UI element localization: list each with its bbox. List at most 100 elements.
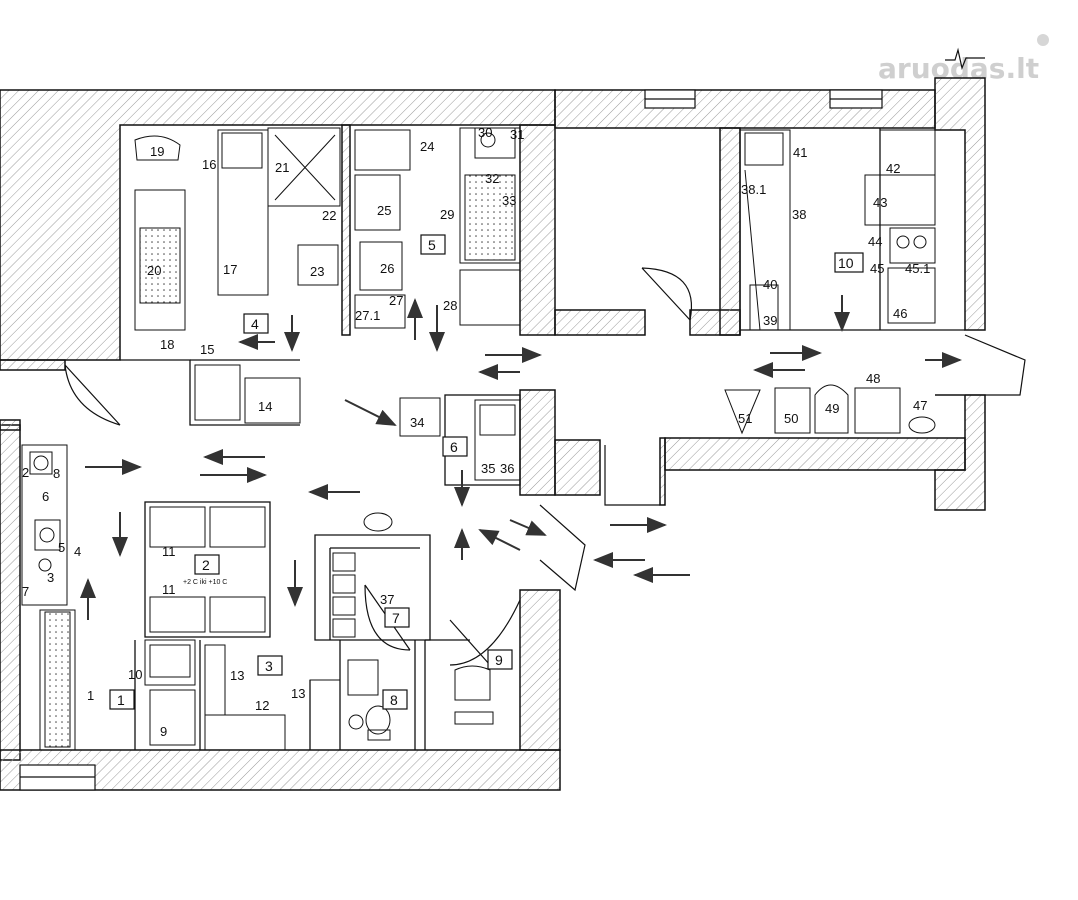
door-room5 bbox=[641, 267, 692, 321]
room-numbers: 1 2 3 4 5 6 7 8 9 10 bbox=[109, 234, 864, 710]
equip-label: 15 bbox=[200, 342, 214, 357]
equip-label: 12 bbox=[255, 698, 269, 713]
equip-label: 47 bbox=[913, 398, 927, 413]
equip-label: 18 bbox=[160, 337, 174, 352]
equip-label: 32 bbox=[485, 171, 499, 186]
svg-text:7: 7 bbox=[392, 610, 400, 626]
equip-label: 28 bbox=[443, 298, 457, 313]
equip-label: 44 bbox=[868, 234, 882, 249]
equip-label: 27.1 bbox=[355, 308, 380, 323]
equip-label: 21 bbox=[275, 160, 289, 175]
wall-room6-b bbox=[554, 439, 601, 496]
equip-label: 19 bbox=[150, 144, 164, 159]
doors bbox=[64, 267, 1026, 666]
wall-right bbox=[934, 77, 986, 331]
svg-text:5: 5 bbox=[428, 237, 436, 253]
equip-label: 49 bbox=[825, 401, 839, 416]
svg-text:4: 4 bbox=[251, 316, 259, 332]
equip-label: 6 bbox=[42, 489, 49, 504]
room-2: 2 bbox=[194, 554, 220, 575]
equip-label: 5 bbox=[58, 540, 65, 555]
equip-label: 33 bbox=[502, 193, 516, 208]
door-main-right bbox=[964, 334, 1026, 396]
wall-r5-right bbox=[519, 124, 556, 336]
wall-left-lower bbox=[0, 424, 21, 761]
door-room10-lower bbox=[604, 445, 660, 506]
equip-label: 34 bbox=[410, 415, 424, 430]
room-6: 6 bbox=[442, 436, 468, 457]
equip-label: 20 bbox=[147, 263, 161, 278]
equip-label: 23 bbox=[310, 264, 324, 279]
wall-room9-right bbox=[519, 589, 561, 751]
room-7: 7 bbox=[384, 607, 410, 628]
wall-room10-left bbox=[659, 437, 666, 506]
equip-label: 48 bbox=[866, 371, 880, 386]
equip-label: 22 bbox=[322, 208, 336, 223]
svg-text:6: 6 bbox=[450, 439, 458, 455]
equip-label: 46 bbox=[893, 306, 907, 321]
equipment-shapes bbox=[21, 127, 936, 751]
walls bbox=[0, 77, 986, 791]
equip-label: 13 bbox=[230, 668, 244, 683]
wall-r4-r5 bbox=[341, 124, 351, 336]
equip-label: 43 bbox=[873, 195, 887, 210]
equip-label: 50 bbox=[784, 411, 798, 426]
equip-label: 38 bbox=[792, 207, 806, 222]
equip-label: 17 bbox=[223, 262, 237, 277]
equip-label: 16 bbox=[202, 157, 216, 172]
door-room9 bbox=[449, 599, 521, 666]
equip-label: 29 bbox=[440, 207, 454, 222]
equip-label: 3 bbox=[47, 570, 54, 585]
door-entrance-left bbox=[64, 364, 121, 426]
equip-label: 14 bbox=[258, 399, 272, 414]
flow-arrows bbox=[80, 295, 962, 620]
wall-room6 bbox=[519, 389, 556, 496]
equip-label: 25 bbox=[377, 203, 391, 218]
room-4: 4 bbox=[243, 313, 269, 334]
equip-label: 11 bbox=[162, 582, 176, 597]
equip-label: 7 bbox=[22, 584, 29, 599]
wall-mid-col bbox=[719, 127, 741, 336]
equip-label: 51 bbox=[738, 411, 752, 426]
equip-label: 26 bbox=[380, 261, 394, 276]
equip-label: 42 bbox=[886, 161, 900, 176]
equip-label: 40 bbox=[763, 277, 777, 292]
room-9: 9 bbox=[487, 649, 513, 670]
equipment-labels: 1 2 3 4 5 6 7 8 9 10 11 11 12 13 13 14 1… bbox=[22, 125, 930, 739]
equip-label: 8 bbox=[53, 466, 60, 481]
equip-label: 24 bbox=[420, 139, 434, 154]
equip-label: 35 bbox=[481, 461, 495, 476]
room-2-outline bbox=[144, 501, 271, 638]
equip-label: 45 bbox=[870, 261, 884, 276]
room-1: 1 bbox=[109, 689, 135, 710]
equip-label: 2 bbox=[22, 465, 29, 480]
svg-text:3: 3 bbox=[265, 658, 273, 674]
wall-room10-bottom bbox=[664, 437, 966, 471]
wall-mid-block bbox=[554, 309, 646, 336]
equip-label: 4 bbox=[74, 544, 81, 559]
cold-room-temp-note: +2 C iki +10 C bbox=[183, 579, 227, 586]
equip-label: 27 bbox=[389, 293, 403, 308]
room-10: 10 bbox=[834, 252, 864, 273]
equip-label: 31 bbox=[510, 127, 524, 142]
equip-label: 36 bbox=[500, 461, 514, 476]
wall-bottom bbox=[0, 749, 561, 791]
wall-right-lower bbox=[934, 394, 986, 511]
room-3: 3 bbox=[257, 655, 283, 676]
equip-label: 1 bbox=[87, 688, 94, 703]
windows bbox=[19, 89, 883, 791]
svg-text:8: 8 bbox=[390, 692, 398, 708]
equip-label: 45.1 bbox=[905, 261, 930, 276]
room-8: 8 bbox=[382, 689, 408, 710]
svg-text:10: 10 bbox=[838, 255, 854, 271]
equip-label: 37 bbox=[380, 592, 394, 607]
break-symbol bbox=[945, 47, 985, 71]
equip-label: 39 bbox=[763, 313, 777, 328]
equip-label: 9 bbox=[160, 724, 167, 739]
wall-door-left bbox=[0, 359, 66, 371]
equip-label: 13 bbox=[291, 686, 305, 701]
equip-label: 41 bbox=[793, 145, 807, 160]
door-center bbox=[539, 504, 586, 592]
svg-text:9: 9 bbox=[495, 652, 503, 668]
